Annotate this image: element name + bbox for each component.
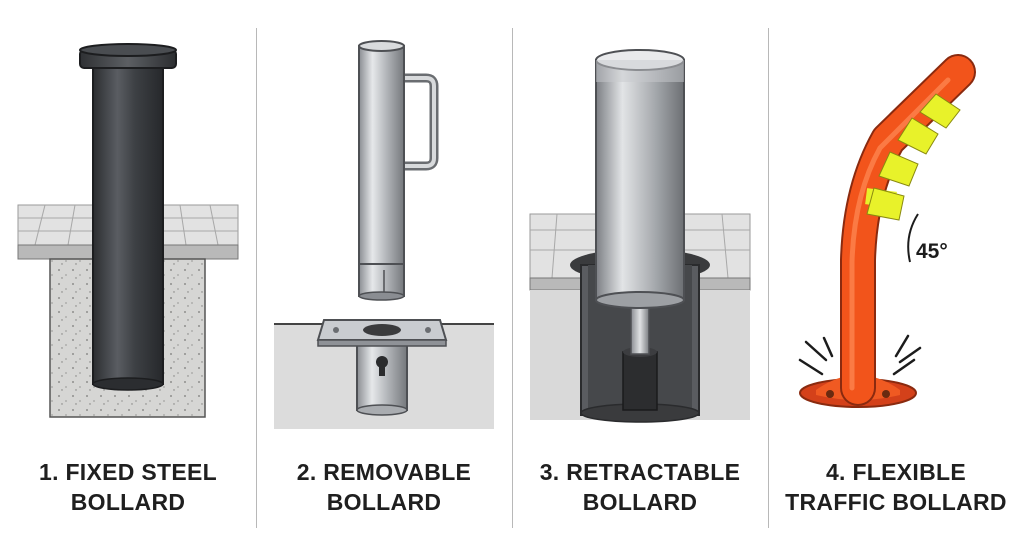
caption-retractable-bollard: 3. RETRACTABLE BOLLARD — [512, 457, 768, 517]
caption-line-2: TRAFFIC BOLLARD — [785, 489, 1007, 515]
caption-line-2: BOLLARD — [326, 489, 442, 515]
caption-line-2: BOLLARD — [70, 489, 186, 515]
fixed-bollard-illustration — [17, 43, 239, 418]
retractable-post — [595, 59, 685, 301]
panel-flexible-bollard: 45° 4. FLEXIBLE TRAFFIC BOLLARD — [768, 0, 1024, 559]
caption-removable-bollard: 2. REMOVABLE BOLLARD — [256, 457, 512, 517]
removable-post — [358, 45, 405, 297]
panel-removable-bollard: 2. REMOVABLE BOLLARD — [256, 0, 512, 559]
caption-line-1: 4. FLEXIBLE — [825, 459, 967, 485]
panel-divider — [512, 28, 513, 528]
caption-line-1: 2. REMOVABLE — [296, 459, 472, 485]
panel-divider — [768, 28, 769, 528]
caption-fixed-bollard: 1. FIXED STEEL BOLLARD — [0, 457, 256, 517]
removable-bollard-illustration — [274, 40, 494, 429]
steel-post — [92, 61, 164, 385]
panel-divider — [256, 28, 257, 528]
caption-line-2: BOLLARD — [582, 489, 698, 515]
panel-retractable-bollard: 3. RETRACTABLE BOLLARD — [512, 0, 768, 559]
caption-line-1: 3. RETRACTABLE — [539, 459, 741, 485]
impact-lines — [798, 334, 922, 376]
hydraulic-cylinder — [622, 351, 658, 411]
panel-fixed-bollard: 1. FIXED STEEL BOLLARD — [0, 0, 256, 559]
caption-flexible-bollard: 4. FLEXIBLE TRAFFIC BOLLARD — [768, 457, 1024, 517]
flexible-bollard-illustration: 45° — [798, 54, 976, 408]
angle-label: 45° — [916, 240, 948, 263]
retractable-bollard-illustration — [529, 49, 751, 423]
caption-line-1: 1. FIXED STEEL — [38, 459, 217, 485]
angle-arc — [907, 213, 919, 263]
lift-handle — [404, 73, 439, 171]
reflective-bands — [865, 93, 961, 221]
